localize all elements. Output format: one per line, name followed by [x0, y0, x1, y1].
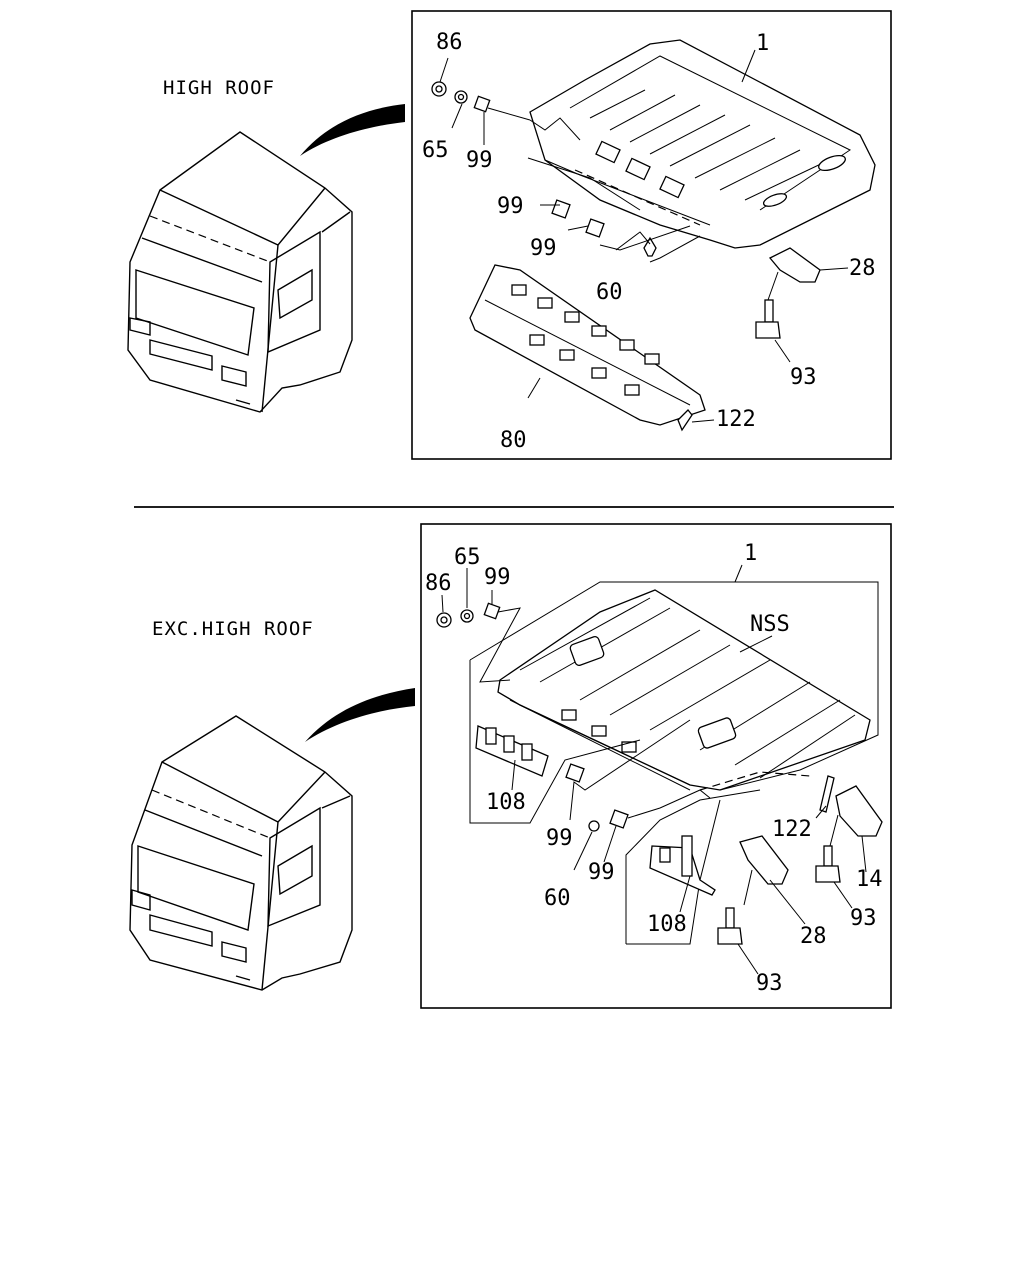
top-section: HIGH ROOF [127, 10, 892, 460]
top-callout-86: 86 [436, 30, 463, 55]
bottom-callout-60: 60 [544, 886, 571, 911]
top-callout-65: 65 [422, 138, 449, 163]
truck-cab-standard-roof [129, 715, 353, 991]
top-callout-80: 80 [500, 428, 527, 453]
bottom-bracket-108a [475, 725, 549, 777]
top-roof-panel [529, 39, 876, 249]
top-callout-93: 93 [790, 365, 817, 390]
top-clip-99c [585, 218, 605, 238]
bottom-bolt-93b [717, 907, 743, 945]
top-clip-99a [473, 95, 491, 113]
bottom-bolt-93a [815, 845, 841, 883]
bottom-strip-122 [819, 775, 835, 813]
truck-cab-high-roof [127, 131, 353, 413]
top-caption: HIGH ROOF [163, 77, 275, 99]
bottom-clip-99a [483, 602, 501, 620]
bottom-callout-122: 122 [772, 817, 812, 842]
bottom-bracket-28 [739, 835, 789, 885]
top-callout-99c: 99 [530, 236, 557, 261]
bottom-callout-108a: 108 [486, 790, 526, 815]
top-clip-99b [551, 199, 571, 219]
top-detail-frame [411, 10, 892, 460]
top-callout-99a: 99 [466, 148, 493, 173]
top-callout-99b: 99 [497, 194, 524, 219]
top-callout-122: 122 [716, 407, 756, 432]
bottom-callout-14: 14 [856, 867, 883, 892]
bottom-callout-108b: 108 [647, 912, 687, 937]
bottom-callout-1: 1 [744, 541, 757, 566]
top-callout-60: 60 [596, 280, 623, 305]
bottom-detail-frame [420, 523, 892, 1009]
top-pointer-swoosh [300, 104, 405, 156]
bottom-clip-99b [565, 763, 585, 783]
bottom-caption: EXC.HIGH ROOF [152, 618, 314, 640]
bottom-callout-86: 86 [425, 571, 452, 596]
bottom-callout-93a: 93 [850, 906, 877, 931]
bottom-callout-99b: 99 [546, 826, 573, 851]
bottom-callout-93b: 93 [756, 971, 783, 996]
top-strip-122 [677, 409, 693, 432]
top-bolt-93 [755, 299, 781, 339]
bottom-clip-99c [609, 809, 629, 829]
bottom-callout-99c: 99 [588, 860, 615, 885]
bottom-callout-nss: NSS [750, 612, 790, 637]
bottom-section: EXC.HIGH ROOF [129, 523, 892, 1009]
top-bracket-28 [768, 247, 821, 283]
bottom-callout-28: 28 [800, 924, 827, 949]
top-callout-28: 28 [849, 256, 876, 281]
top-callout-1: 1 [756, 31, 769, 56]
bottom-group-outline [469, 581, 879, 791]
bottom-callout-99a: 99 [484, 565, 511, 590]
bottom-callout-65: 65 [454, 545, 481, 570]
top-header-bracket [469, 264, 706, 426]
bottom-roof-panel [497, 589, 871, 791]
bottom-bracket-14 [835, 785, 883, 837]
bottom-pointer-swoosh [305, 688, 415, 742]
bottom-pin-60 [588, 820, 600, 832]
bottom-bracket-108b [649, 835, 716, 896]
